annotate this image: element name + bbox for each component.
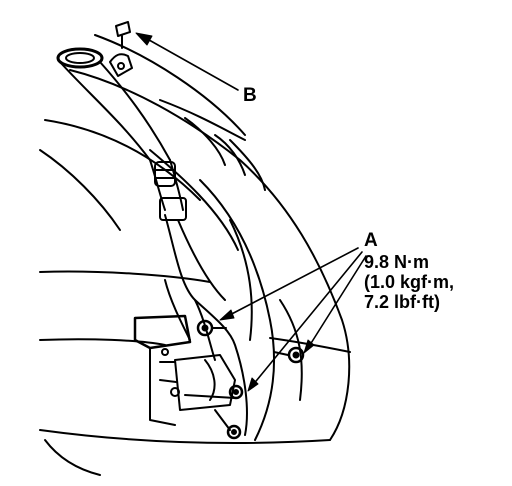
leader-b [135, 32, 239, 91]
bolt-a-lower [228, 384, 244, 400]
torque-spec-line3: 7.2 lbf·ft) [364, 292, 440, 312]
torque-spec: 9.8 N·m (1.0 kgf·m, 7.2 lbf·ft) [364, 252, 454, 312]
leader-a [219, 247, 367, 392]
body-panel [159, 99, 266, 191]
bolt-a-upper [196, 319, 227, 337]
mount-bracket [133, 314, 236, 431]
bolt-a-bottom [226, 424, 242, 440]
torque-spec-line2: (1.0 kgf·m, [364, 272, 455, 292]
bolt-b-assembly [109, 21, 133, 77]
horizon-lines [39, 270, 351, 353]
callout-a-label: A [364, 230, 378, 251]
filler-neck [56, 47, 187, 221]
fender-outline [39, 34, 351, 476]
callout-b-label: B [243, 85, 257, 106]
torque-spec-line1: 9.8 N·m [364, 252, 430, 272]
bolt-a-right [273, 346, 305, 364]
